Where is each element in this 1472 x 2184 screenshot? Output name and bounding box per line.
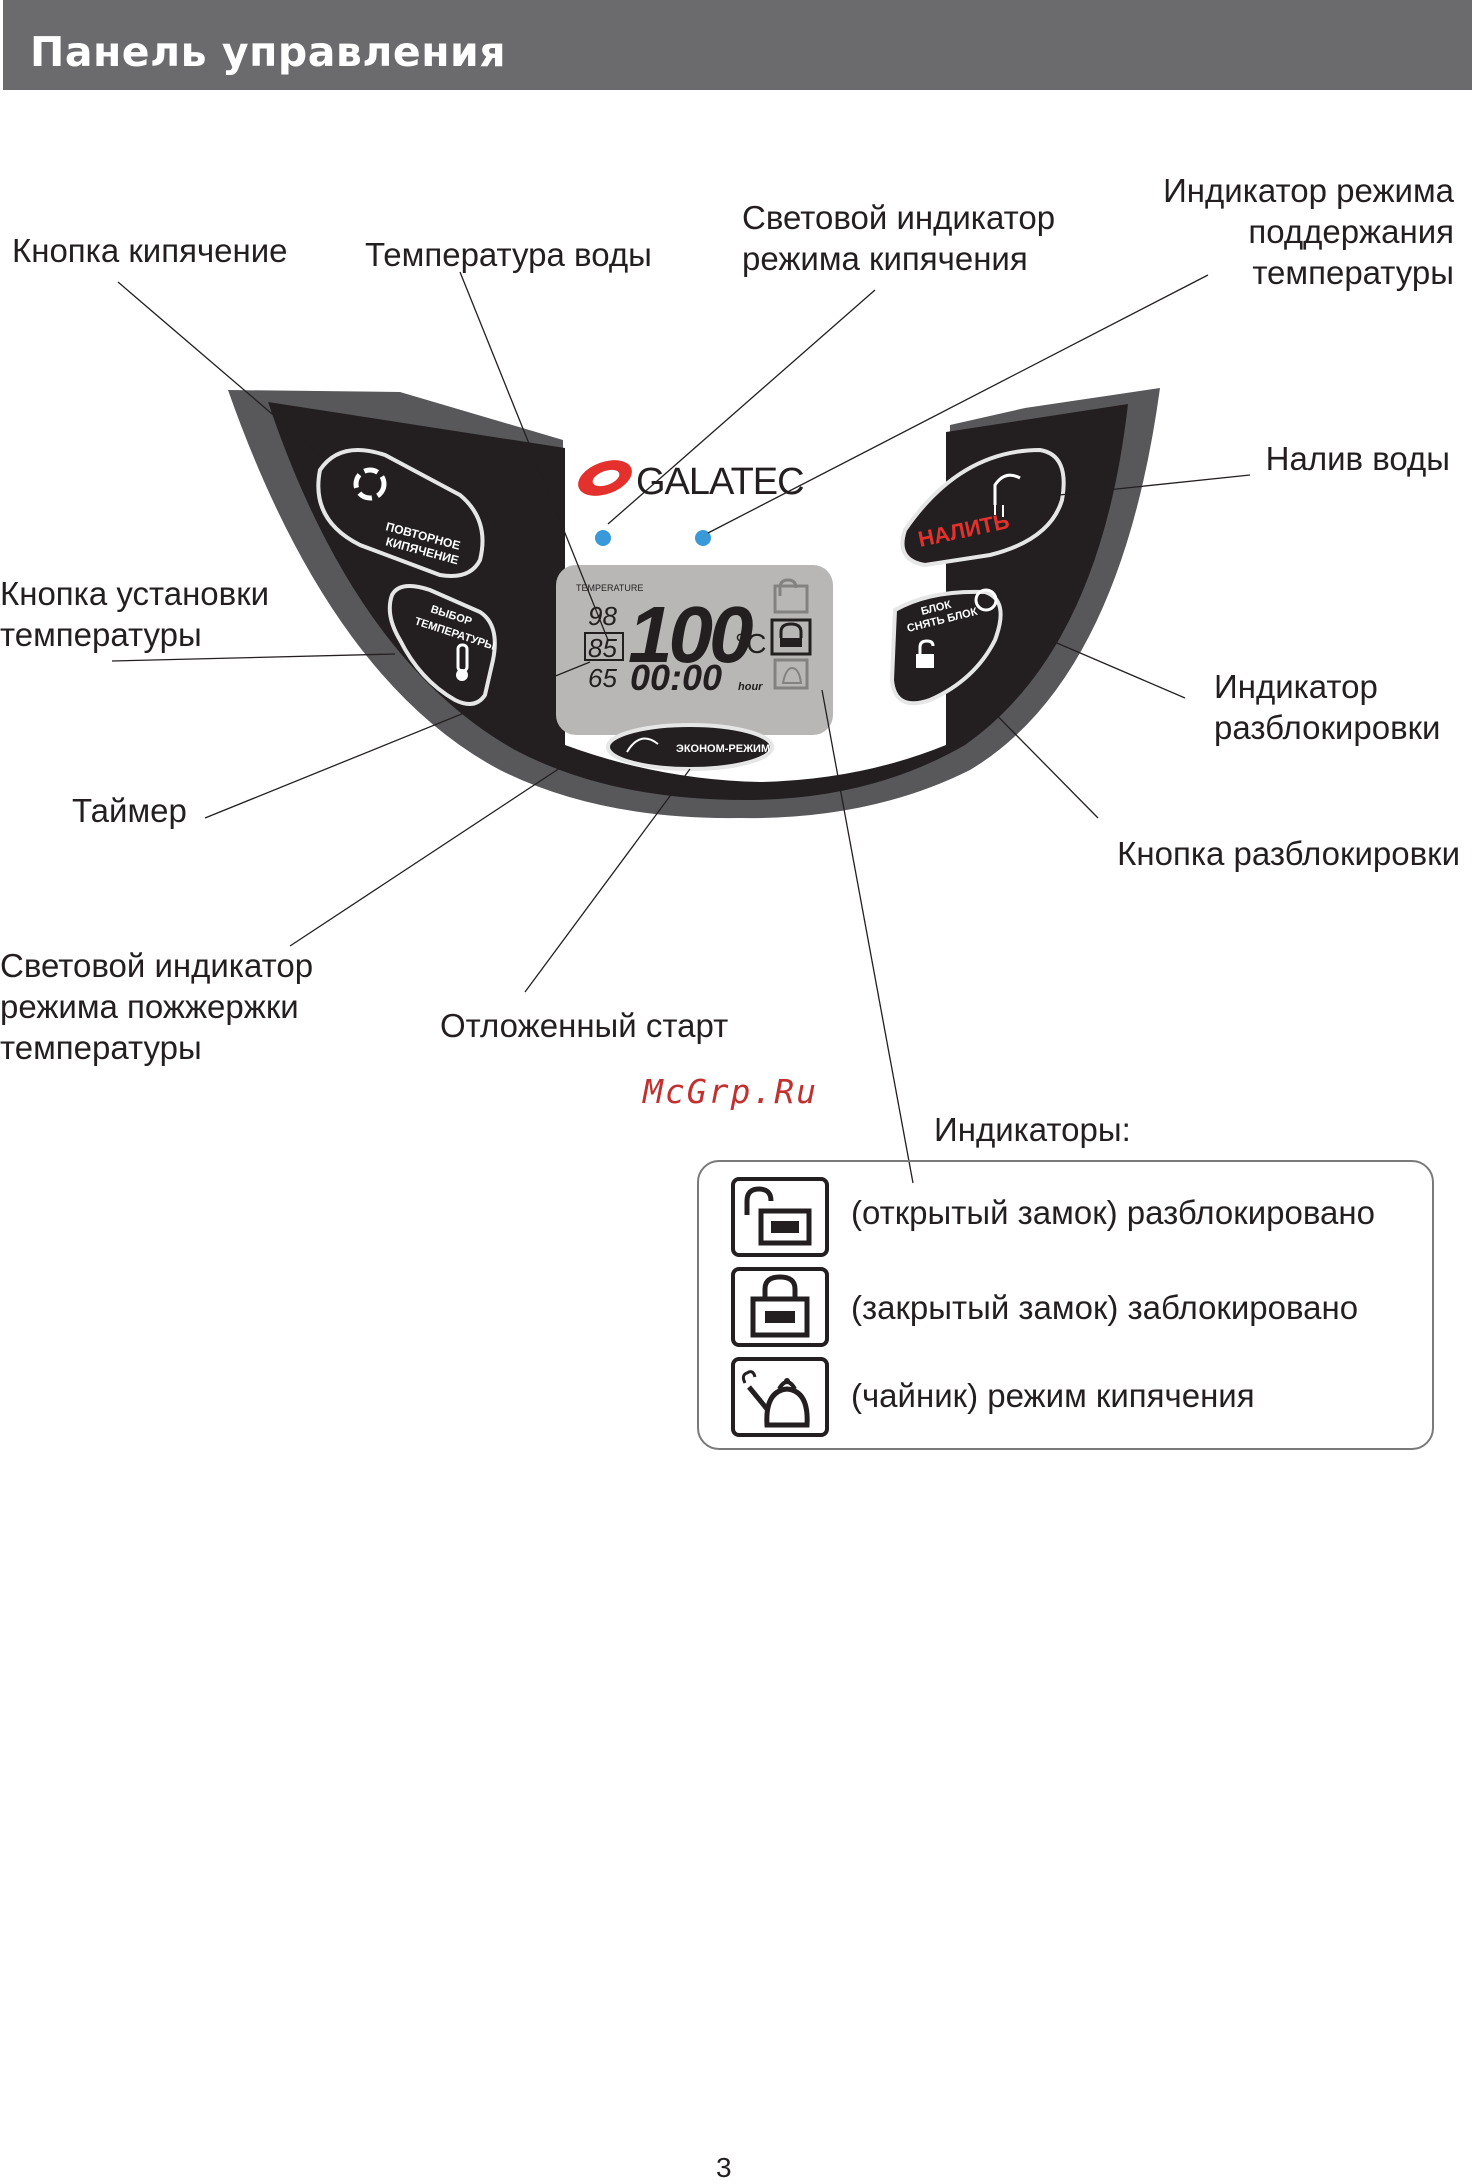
kettle-icon	[773, 658, 809, 690]
gauge-icon	[626, 737, 659, 753]
lcd-display: TEMPERATURE 98 85 65 100 °C 00:00 hour	[556, 565, 833, 735]
callout-unlock-indicator: Индикатор разблокировки	[1214, 668, 1441, 746]
legend-item-closed-lock: (закрытый замок) заблокировано	[851, 1289, 1359, 1326]
led-indicator-row: КИПЯЧЕНИЕ ПОДДЕРЖАНИЕ ТЕМПЕРАТУРЫ	[593, 528, 805, 558]
callout-timer: Таймер	[72, 792, 187, 829]
temp-select-button[interactable]: ВЫБОР ТЕМПЕРАТУРЫ	[387, 584, 497, 706]
temperature-value: 100	[628, 590, 753, 679]
lock-button[interactable]: БЛОК СНЯТЬ БЛОК	[889, 588, 1003, 706]
callout-boil-indicator: Световой индикатор режима кипячения	[742, 199, 1056, 277]
thermometer-icon	[456, 643, 469, 681]
callout-keep-warm-light: Световой индикатор режима пожжержки темп…	[0, 947, 314, 1066]
boil-led	[593, 528, 613, 548]
preset-selection-box	[584, 632, 624, 661]
reboil-button[interactable]: ПОВТОРНОЕ КИПЯЧЕНИЕ	[316, 448, 485, 578]
eco-mode-label: ЭКОНОМ-РЕЖИМ	[676, 743, 770, 755]
keep-warm-led-label-2: ТЕМПЕРАТУРЫ	[717, 546, 801, 558]
keep-warm-led	[693, 528, 713, 548]
preset-temp-selected: 85	[588, 633, 617, 663]
legend-box: (открытый замок) разблокировано (закрыты…	[697, 1160, 1434, 1450]
timer-value: 00:00	[630, 657, 722, 698]
callout-keep-warm-indicator: Индикатор режима поддержания температуры	[1163, 172, 1454, 291]
padlock-icon	[916, 639, 935, 668]
callout-temp-set-button: Кнопка установки температуры	[0, 575, 270, 653]
open-lock-icon	[731, 1177, 829, 1257]
page-number: 3	[716, 2152, 732, 2183]
boil-led-label: КИПЯЧЕНИЕ	[619, 534, 688, 546]
kettle-icon	[731, 1357, 829, 1437]
keep-warm-led-label: ПОДДЕРЖАНИЕ	[717, 531, 805, 543]
pour-button[interactable]: НАЛИТЬ	[900, 447, 1066, 568]
callout-delayed-start: Отложенный старт	[440, 1007, 729, 1044]
header-bar	[3, 0, 1472, 90]
page-title: Панель управления	[30, 28, 507, 76]
callout-water-temperature: Температура воды	[365, 236, 652, 273]
leader-lines	[111, 271, 1251, 1184]
watermark: McGrp.Ru	[643, 1072, 818, 1111]
temperature-unit: °C	[735, 628, 766, 659]
legend-item-open-lock: (открытый замок) разблокировано	[851, 1194, 1375, 1231]
preset-temp: 65	[588, 663, 617, 693]
timer-unit: hour	[738, 681, 763, 693]
legend-item-kettle: (чайник) режим кипячения	[851, 1377, 1255, 1414]
display-caption: TEMPERATURE	[576, 583, 643, 593]
faucet-icon	[993, 473, 1021, 517]
refresh-icon	[353, 467, 387, 501]
unlock-indicator-led	[974, 588, 998, 612]
callout-unlock-button: Кнопка разблокировки	[1117, 835, 1460, 872]
brand-logo: GALATEC	[578, 460, 805, 503]
eco-mode-button[interactable]: ЭКОНОМ-РЕЖИМ	[606, 723, 774, 771]
brand-name: GALATEC	[636, 461, 804, 503]
open-lock-icon	[773, 578, 809, 614]
closed-lock-icon	[770, 618, 812, 656]
closed-lock-icon	[731, 1267, 829, 1347]
legend-title: Индикаторы:	[934, 1111, 1131, 1148]
callout-boil-button: Кнопка кипячение	[12, 232, 288, 269]
callout-dispense-water: Налив воды	[1265, 440, 1450, 477]
